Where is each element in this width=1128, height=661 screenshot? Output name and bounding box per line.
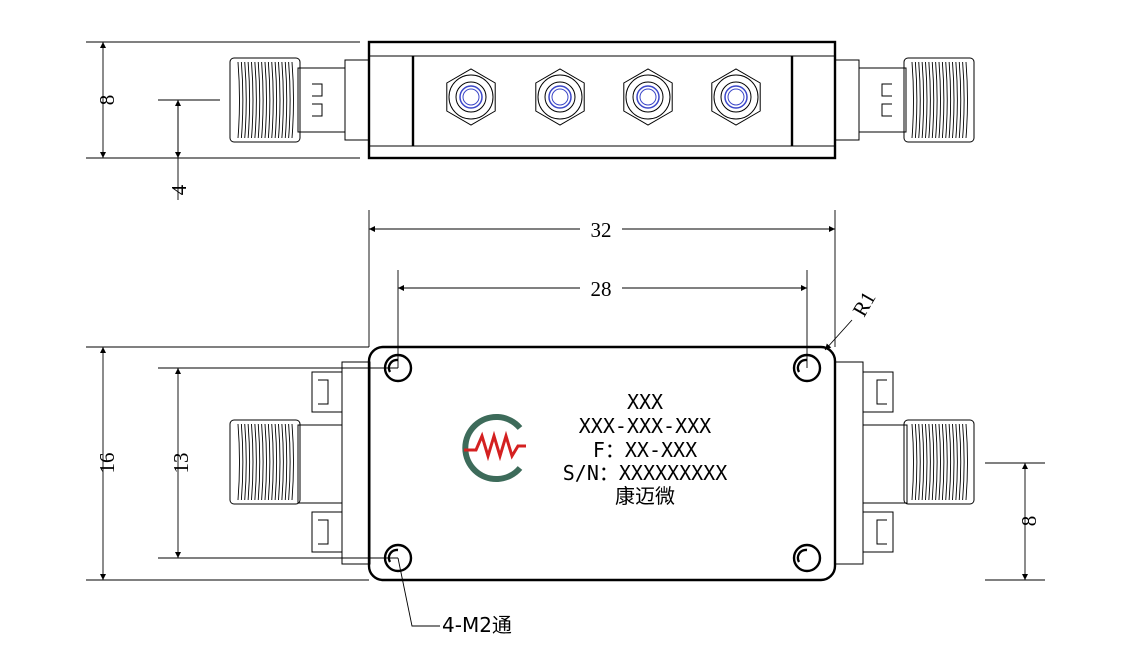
product-label: XXX XXX-XXX-XXX F：XX-XXX S/N：XXXXXXXXX 康…: [563, 390, 728, 508]
logo-wave: [464, 430, 526, 462]
front-body: [367, 345, 837, 582]
top-height-dimension: 8: [86, 41, 360, 159]
front-view: XXX XXX-XXX-XXX F：XX-XXX S/N：XXXXXXXXX 康…: [86, 210, 1045, 637]
thread-lines: [911, 61, 968, 139]
front-left-connector: [229, 361, 371, 565]
mount-hole-spec: 4-M2通: [442, 613, 512, 637]
top-offset-dimension: 4: [158, 99, 220, 200]
hole-span-value: 13: [169, 453, 193, 474]
top-offset-value: 4: [167, 184, 191, 195]
top-view: 8 4: [86, 40, 975, 200]
hole-pitch-dimension: 28: [397, 270, 808, 368]
overall-width-value: 16: [95, 453, 119, 474]
label-line-2: XXX-XXX-XXX: [579, 414, 711, 438]
thread-lines: [237, 61, 294, 139]
logo-ring: [462, 414, 523, 482]
hole-span-dimension: 13: [158, 367, 398, 559]
tuning-screw: [446, 68, 496, 126]
overall-length-dimension: 32: [368, 210, 836, 347]
overall-width-dimension: 16: [86, 346, 369, 581]
label-line-3: F：XX-XXX: [593, 438, 697, 462]
top-left-connector: [229, 57, 370, 143]
corner-radius-value: R1: [848, 287, 881, 320]
cmw-logo: [462, 414, 526, 482]
top-right-connector: [834, 57, 975, 143]
label-line-5: 康迈微: [615, 484, 675, 508]
connector-offset-dimension: 8: [985, 462, 1045, 581]
tuning-screw: [623, 68, 673, 126]
mount-hole-br: [792, 543, 822, 573]
thread-lines: [237, 423, 294, 501]
label-line-4: S/N：XXXXXXXXX: [563, 461, 728, 485]
tuning-screw: [535, 68, 585, 126]
tuning-screws: [446, 68, 761, 126]
top-body: [367, 40, 837, 160]
hole-pitch-value: 28: [591, 277, 612, 301]
label-line-1: XXX: [627, 390, 663, 414]
overall-length-value: 32: [591, 218, 612, 242]
corner-radius-callout: R1: [824, 287, 881, 351]
tuning-screw: [711, 68, 761, 126]
top-height-value: 8: [95, 95, 119, 106]
thread-lines: [911, 423, 968, 501]
front-right-connector: [834, 361, 975, 565]
connector-offset-value: 8: [1017, 516, 1041, 527]
mount-hole-callout: 4-M2通: [397, 557, 512, 637]
